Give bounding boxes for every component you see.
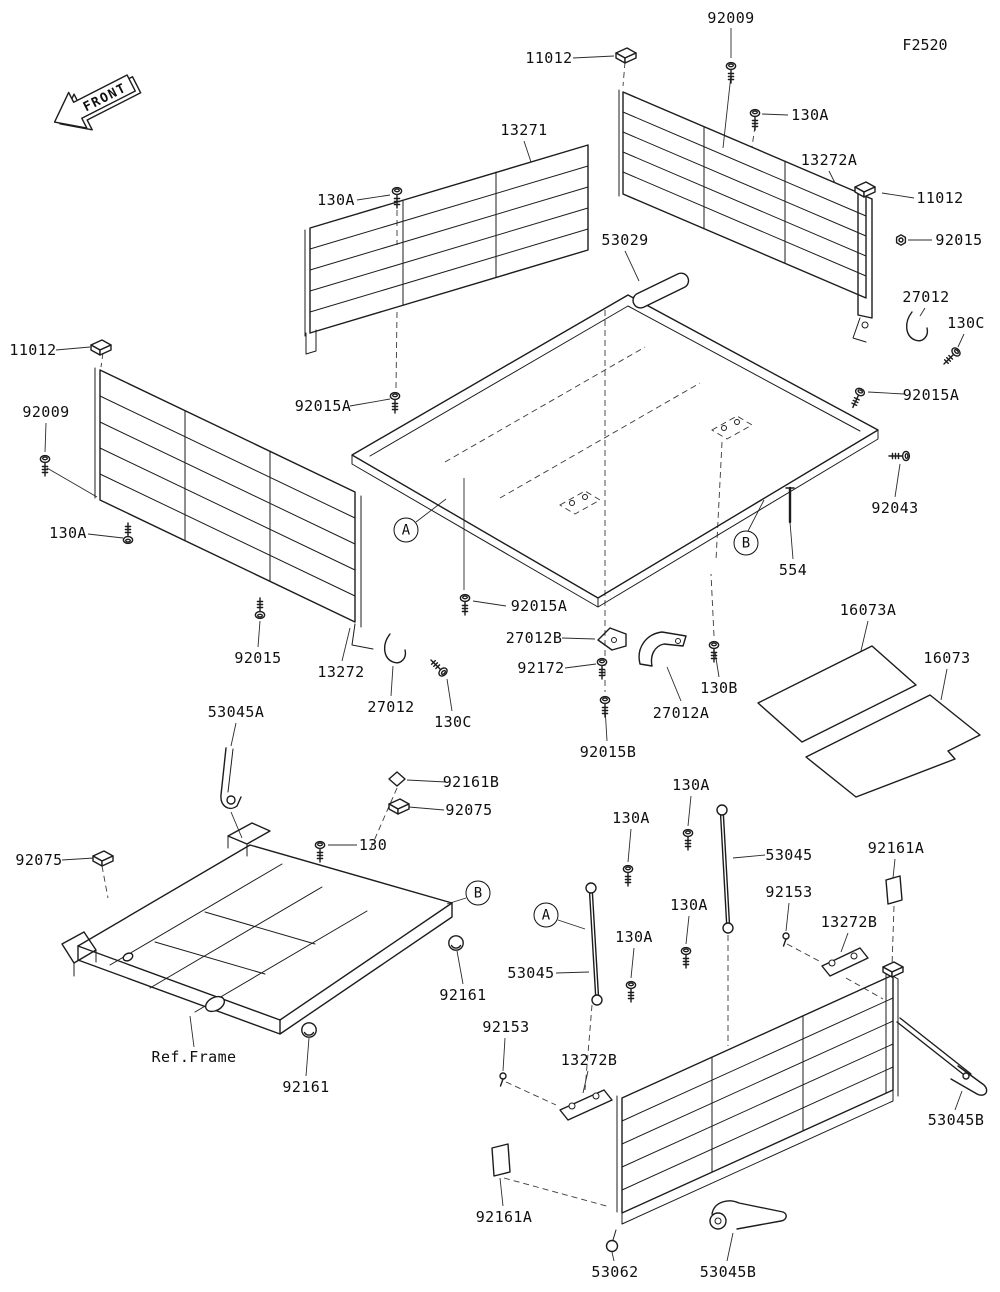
clip-92153-icon [499,1072,507,1087]
tailgate-drawing [616,971,899,1225]
bed-floor-drawing [351,272,879,608]
pad-92075-icon [92,850,114,867]
clip-92153-icon [782,932,790,947]
panel-13271-drawing [304,144,589,355]
screw-92009-icon [725,61,737,84]
knob-92161-icon [301,1022,317,1038]
bolt-130c-icon [940,345,963,368]
bracket-13272b-left-drawing [559,1089,613,1121]
screw-130a-icon [749,108,761,131]
bolt-92015-icon [254,597,266,620]
rod-53045-right-drawing [716,804,734,934]
bracket-27012a-drawing [638,631,687,667]
bolt-92015a-icon [847,386,867,411]
panel-13272a-drawing [618,89,929,343]
bolt-130b-icon [708,640,720,663]
bolt-130c-icon [427,656,450,679]
screw-130a-icon [622,864,634,887]
knob-92161-icon [448,935,464,951]
bolt-92015a-icon [389,391,401,414]
pad-92161a-right-drawing [885,875,903,905]
construction-lines [100,61,895,1208]
bracket-27012b-drawing [597,627,627,651]
bolt-92015b-icon [599,695,611,718]
nut-92015-icon [895,234,907,246]
corner-cap-11012-icon [615,47,637,64]
screw-130a-icon [391,186,403,209]
bolt-92043-icon [888,450,911,462]
pin-554-drawing [785,486,795,524]
mat-16073a-drawing [757,645,917,743]
bracket-13272b-right-drawing [821,947,869,977]
frame-drawing [61,822,453,1035]
latch-53045a-drawing [220,747,242,810]
screw-130a-icon [625,980,637,1003]
screw-130a-icon [122,522,134,545]
screw-130-icon [314,840,326,863]
fasteners [39,47,963,1087]
front-arrow: FRONT [53,74,142,131]
pad-92161b-drawing [388,771,406,787]
corner-cap-11012-icon [90,339,112,356]
screw-130a-icon [682,828,694,851]
bolt-92015a-icon [459,593,471,616]
pad-92075-icon [388,798,410,815]
rod-53045-left-drawing [585,882,603,1006]
panel-13272-drawing [94,367,407,664]
mat-16073-drawing [805,694,981,798]
pad-92161a-left-drawing [491,1143,511,1177]
screw-92009-icon [39,454,51,477]
latch-53045b-bottom-drawing [709,1200,787,1230]
latch-53045b-right-drawing [896,1017,988,1096]
screw-130a-icon [680,946,692,969]
figure-code: F2520 [902,36,948,54]
knob-53062-drawing [605,1229,619,1253]
